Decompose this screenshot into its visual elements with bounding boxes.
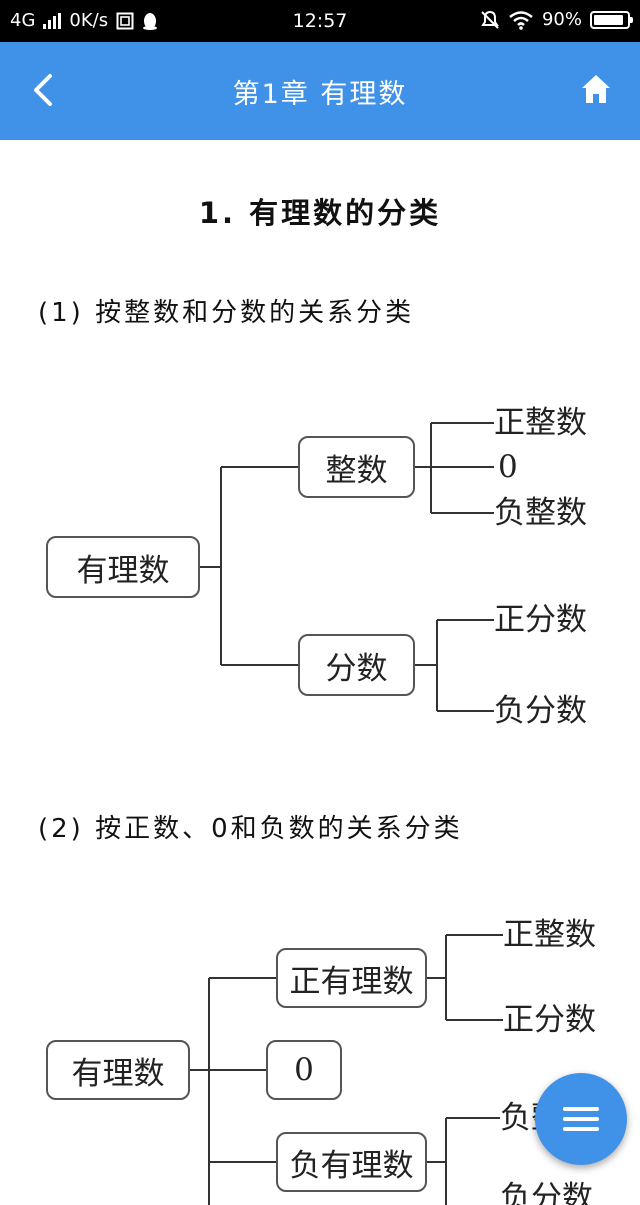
diagram1-root-node: 有理数 — [46, 536, 200, 598]
diagram1-leaf-zero: 0 — [498, 449, 518, 485]
battery-fill — [594, 14, 623, 25]
status-time: 12:57 — [292, 10, 348, 32]
back-arrow-icon[interactable] — [26, 70, 66, 110]
diagram2-leaf-positive-fraction: 正分数 — [503, 1002, 596, 1038]
diagram1-fraction-node: 分数 — [298, 634, 415, 696]
status-right: 90% — [480, 9, 633, 30]
diagram2-positive-node: 正有理数 — [276, 948, 427, 1008]
menu-fab-button[interactable] — [535, 1073, 627, 1165]
page-title: 第1章 有理数 — [232, 79, 408, 110]
diagram1-connectors — [190, 422, 503, 1205]
battery-icon — [590, 10, 633, 29]
battery-percent: 90% — [541, 9, 582, 30]
notification-box-icon — [116, 12, 134, 29]
diagram1-leaf-negative-fraction: 负分数 — [494, 693, 587, 729]
bell-off-icon — [481, 10, 499, 29]
content-area: 1. 有理数的分类 (1) 按整数和分数的关系分类 — [0, 140, 640, 1205]
diagram2-leaf-negative-fraction: 负分数 — [500, 1180, 593, 1205]
diagram2-negative-node: 负有理数 — [276, 1132, 427, 1192]
network-speed: 0K/s — [69, 10, 109, 31]
qq-penguin-icon — [143, 12, 158, 30]
wifi-icon — [509, 10, 533, 30]
diagram2-zero-node: 0 — [266, 1040, 342, 1100]
diagram1-leaf-negative-integer: 负整数 — [494, 495, 587, 531]
signal-icon — [43, 12, 62, 29]
diagram2-caption: (2) 按正数、0和负数的关系分类 — [38, 814, 463, 844]
diagram1-integer-node: 整数 — [298, 436, 415, 498]
status-bar: 4G 0K/s 12:57 90% — [0, 0, 640, 42]
diagram1-leaf-positive-integer: 正整数 — [494, 405, 587, 441]
section-title: 1. 有理数的分类 — [198, 196, 442, 230]
diagram2-root-node: 有理数 — [46, 1040, 190, 1100]
network-type: 4G — [10, 10, 36, 31]
home-icon[interactable] — [580, 73, 612, 105]
hamburger-menu-icon — [563, 1101, 599, 1137]
status-left: 4G 0K/s — [10, 10, 158, 31]
diagram1-leaf-positive-fraction: 正分数 — [494, 602, 587, 638]
diagram2-leaf-positive-integer: 正整数 — [503, 917, 596, 953]
diagram1-caption: (1) 按整数和分数的关系分类 — [38, 298, 415, 328]
app-bar: 第1章 有理数 — [0, 42, 640, 140]
